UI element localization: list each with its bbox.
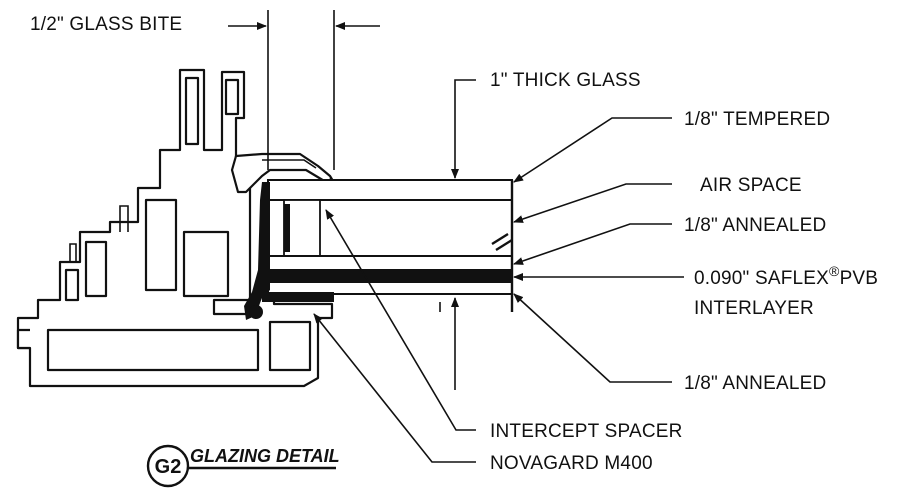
glass-assembly bbox=[267, 179, 514, 312]
detail-tag: G2 GLAZING DETAIL bbox=[146, 444, 340, 488]
structural-sealant bbox=[244, 182, 334, 320]
annealed-bottom-label: 1/8" ANNEALED bbox=[684, 373, 826, 394]
tempered-label: 1/8" TEMPERED bbox=[684, 109, 830, 130]
novagard-label: NOVAGARD M400 bbox=[490, 453, 653, 474]
glass-thickness-dimension bbox=[439, 79, 476, 390]
aluminum-frame bbox=[16, 68, 334, 388]
thick-glass-label: 1" THICK GLASS bbox=[490, 70, 641, 91]
registered-mark: ® bbox=[829, 263, 840, 279]
air-space-label: AIR SPACE bbox=[700, 175, 802, 196]
glass-bite-label: 1/2" GLASS BITE bbox=[30, 14, 182, 35]
detail-badge: G2 bbox=[155, 456, 182, 478]
annealed-top-label: 1/8" ANNEALED bbox=[684, 215, 826, 236]
interlayer-label: INTERLAYER bbox=[694, 298, 814, 319]
leader-lines bbox=[313, 117, 684, 463]
intercept-spacer-label: INTERCEPT SPACER bbox=[490, 421, 683, 442]
saflex-label: 0.090" SAFLEX®PVB bbox=[694, 263, 878, 289]
detail-title: GLAZING DETAIL bbox=[190, 446, 340, 466]
saflex-suffix: PVB bbox=[840, 268, 879, 289]
glass-bite-dimension bbox=[228, 10, 380, 170]
saflex-prefix: 0.090" SAFLEX bbox=[694, 268, 829, 289]
